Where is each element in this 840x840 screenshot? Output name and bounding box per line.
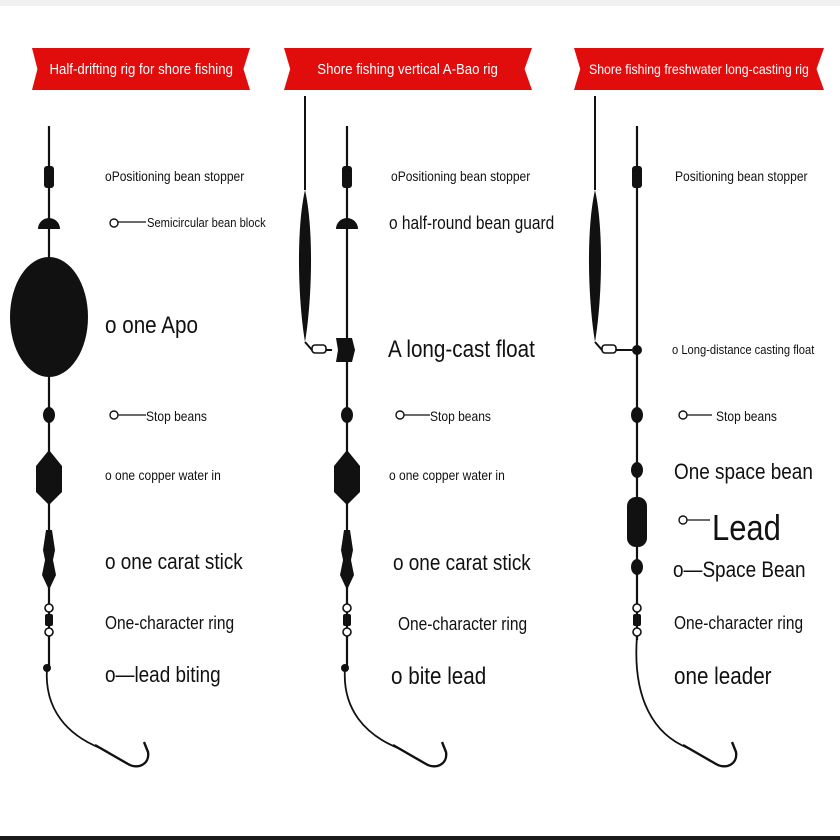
carat-stick-icon <box>340 530 354 590</box>
positioning-bean-stopper-icon <box>342 166 352 188</box>
banner-long-casting-rig: Shore fishing freshwater long-casting ri… <box>574 48 824 90</box>
float-stopper-icon <box>336 338 355 362</box>
swivel-icon <box>633 614 641 626</box>
rig-half-drifting <box>10 126 150 768</box>
leader-line <box>343 667 399 749</box>
long-distance-float-icon <box>588 190 602 342</box>
rig-long-casting <box>588 96 738 768</box>
top-strip <box>0 0 840 6</box>
label-half-round-bean-guard: o half-round bean guard <box>389 213 555 233</box>
space-bean-icon <box>631 462 643 478</box>
label-character-ring: One-character ring <box>105 613 235 633</box>
label-long-distance-float: o Long-distance casting float <box>672 342 815 357</box>
label-apo: o one Apo <box>105 312 198 339</box>
label-character-ring: One-character ring <box>398 614 528 634</box>
ring-icon <box>342 627 352 637</box>
label-stop-beans: Stop beans <box>430 408 491 424</box>
lead-weight-icon <box>627 497 647 547</box>
label-copper-water: o one copper water in <box>389 467 505 483</box>
stop-bean-icon <box>341 407 353 423</box>
banner-title: Shore fishing freshwater long-casting ri… <box>589 61 809 77</box>
hook-icon <box>94 741 150 768</box>
label-semicircular-bean-block: Semicircular bean block <box>147 215 266 230</box>
label-character-ring: One-character ring <box>674 613 804 633</box>
label-leader: one leader <box>674 663 772 690</box>
leader-line <box>45 667 101 749</box>
copper-water-weight-icon <box>36 450 62 505</box>
long-cast-float-icon <box>298 190 312 342</box>
label-space-bean: One space bean <box>674 459 813 484</box>
positioning-bean-stopper-icon <box>632 166 642 188</box>
label-copper-water: o one copper water in <box>105 467 221 483</box>
ring-icon <box>44 627 54 637</box>
label-long-cast-float: A long-cast float <box>388 336 535 363</box>
label-positioning-bean-stopper: Positioning bean stopper <box>675 168 808 184</box>
apo-float-icon <box>10 257 88 377</box>
label-stop-beans: Stop beans <box>716 408 777 424</box>
copper-water-weight-icon <box>334 450 360 505</box>
banner-title: Shore fishing vertical A-Bao rig <box>317 60 499 78</box>
label-carat-stick: o one carat stick <box>393 550 531 575</box>
leader-line <box>635 635 689 749</box>
positioning-bean-stopper-icon <box>44 166 54 188</box>
label-lead: Lead <box>712 507 781 548</box>
banner-vertical-a-bao-rig: Shore fishing vertical A-Bao rig <box>284 48 532 90</box>
ring-icon <box>342 603 352 613</box>
ring-icon <box>632 627 642 637</box>
swivel-icon <box>343 614 351 626</box>
hook-icon <box>682 741 738 768</box>
label-bite-lead: o bite lead <box>391 663 487 690</box>
label-stop-beans: Stop beans <box>146 408 207 424</box>
float-stopper-icon <box>632 345 642 355</box>
ring-icon <box>44 603 54 613</box>
half-round-bean-guard-icon <box>336 218 358 229</box>
stop-bean-icon <box>43 407 55 423</box>
label-space-bean-2: o—Space Bean <box>673 557 806 582</box>
label-carat-stick: o one carat stick <box>105 549 243 574</box>
stop-bean-icon <box>631 407 643 423</box>
ring-icon <box>632 603 642 613</box>
label-positioning-bean-stopper: oPositioning bean stopper <box>391 168 531 184</box>
bottom-border <box>0 836 840 840</box>
swivel-icon <box>45 614 53 626</box>
label-positioning-bean-stopper: oPositioning bean stopper <box>105 168 245 184</box>
space-bean-icon <box>631 559 643 575</box>
rig-vertical-a-bao <box>298 96 448 768</box>
label-lead-biting: o—lead biting <box>105 662 221 687</box>
carat-stick-icon <box>42 530 56 590</box>
banner-half-drifting-rig: Half-drifting rig for shore fishing <box>32 48 250 90</box>
hook-icon <box>392 741 448 768</box>
banner-title: Half-drifting rig for shore fishing <box>49 60 233 78</box>
semicircular-bean-block-icon <box>38 218 60 229</box>
